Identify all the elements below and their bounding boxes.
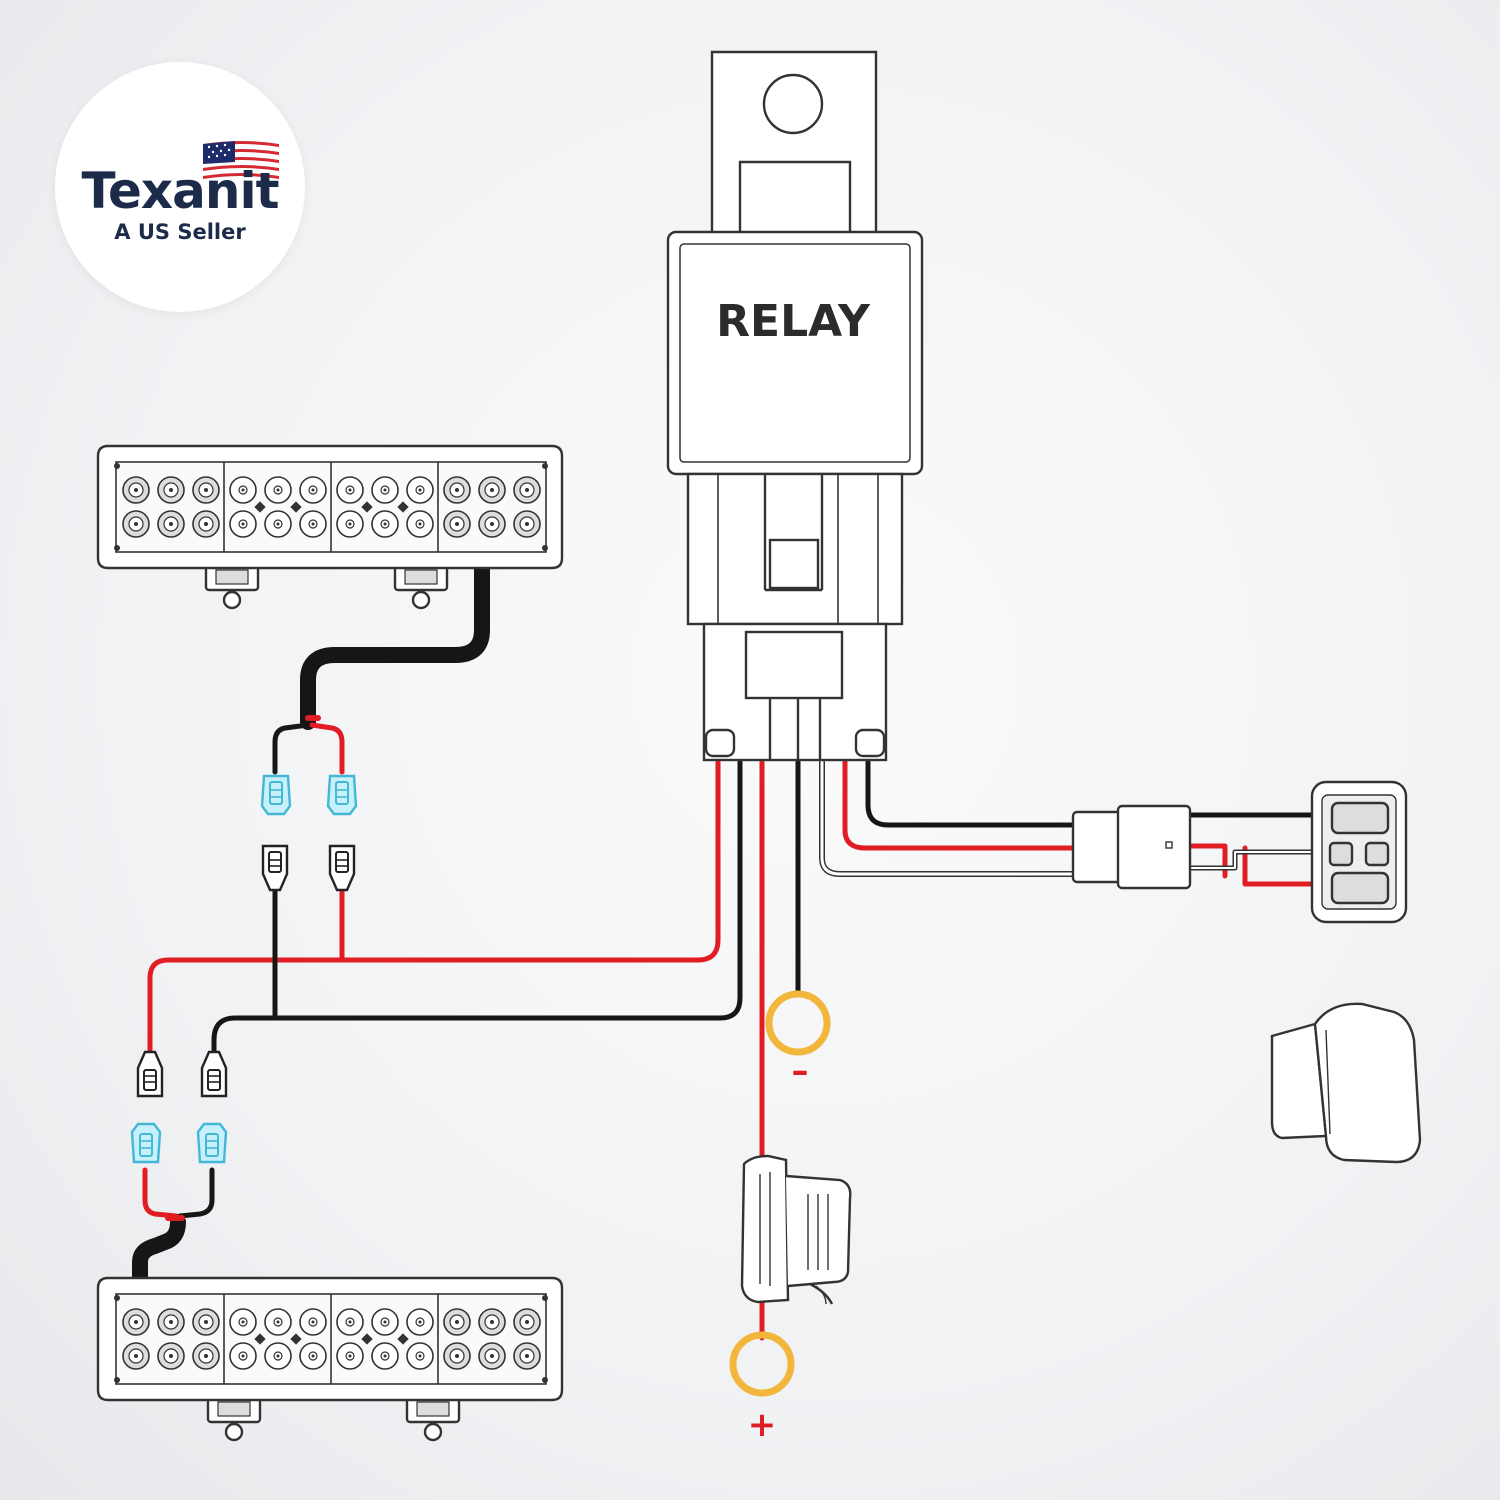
led-chip — [299, 510, 327, 538]
blue-connector-3 — [130, 1122, 162, 1164]
led-chip — [336, 1308, 364, 1336]
dark-connector-4 — [200, 1050, 228, 1098]
led-chip — [406, 510, 434, 538]
led-chip — [371, 476, 399, 504]
led-chip — [478, 1308, 506, 1336]
led-chip — [443, 510, 471, 538]
led-chip — [264, 1342, 292, 1370]
led-chip — [157, 1342, 185, 1370]
bottom-bar-split-black — [177, 1167, 215, 1219]
relay-icon — [666, 50, 924, 762]
blue-connector-4 — [196, 1122, 228, 1164]
led-chip — [371, 1308, 399, 1336]
relay-label: RELAY — [716, 296, 871, 347]
led-accent — [361, 1333, 373, 1345]
led-chip — [192, 476, 220, 504]
led-chip — [371, 510, 399, 538]
led-chip — [478, 510, 506, 538]
dark-connector-3 — [136, 1050, 164, 1098]
led-chip — [229, 510, 257, 538]
bottom-bar-main-cable — [132, 1214, 186, 1290]
rocker-switch-back — [1310, 780, 1408, 924]
led-accent — [361, 501, 373, 513]
led-chip — [478, 476, 506, 504]
switch-plug-connector — [1071, 804, 1192, 890]
switch-white-wire — [819, 759, 1078, 877]
led-accent — [290, 501, 302, 513]
led-chip — [122, 1342, 150, 1370]
positive-symbol: + — [748, 1405, 777, 1445]
led-chip — [157, 1308, 185, 1336]
switch-red-wire — [842, 759, 1078, 851]
led-light-bar-bottom — [96, 1276, 564, 1442]
brand-tagline: A US Seller — [114, 220, 246, 244]
led-chip — [513, 476, 541, 504]
led-accent — [290, 1333, 302, 1345]
top-bar-split-black — [272, 722, 311, 775]
led-chip — [264, 476, 292, 504]
dark-connector-2 — [328, 844, 356, 892]
led-light-bar-icon — [122, 1308, 541, 1370]
led-chip — [229, 1342, 257, 1370]
bottom-bar-split-red — [142, 1167, 179, 1219]
led-chip — [478, 1342, 506, 1370]
led-accent — [397, 1333, 409, 1345]
led-chip — [406, 1308, 434, 1336]
led-chip — [406, 476, 434, 504]
brand-name: Texanit — [81, 162, 279, 220]
led-chip — [264, 1308, 292, 1336]
rocker-switch-icon — [1270, 1002, 1422, 1164]
led-light-bar-top — [96, 444, 564, 610]
top-bar-split-red — [309, 722, 345, 775]
led-chip — [443, 1308, 471, 1336]
led-chip — [443, 1342, 471, 1370]
led-chip — [157, 476, 185, 504]
led-chip — [443, 476, 471, 504]
led-chip — [157, 510, 185, 538]
led-chip — [122, 476, 150, 504]
blue-connector-1 — [260, 774, 292, 816]
switch-black-wire — [865, 759, 1078, 828]
led-chip — [192, 1342, 220, 1370]
negative-symbol: – — [792, 1051, 809, 1091]
brand-logo: Texanit A US Seller — [55, 62, 305, 312]
led-chip — [229, 1308, 257, 1336]
black-wire-lights — [211, 759, 743, 1061]
red-wire-lights — [147, 759, 721, 1061]
led-chip — [336, 476, 364, 504]
blue-connector-2 — [326, 774, 358, 816]
led-chip — [229, 476, 257, 504]
led-accent — [254, 501, 266, 513]
led-chip — [299, 1308, 327, 1336]
led-chip — [192, 510, 220, 538]
led-chip — [336, 1342, 364, 1370]
led-chip — [192, 1308, 220, 1336]
led-chip — [122, 510, 150, 538]
led-chip — [513, 510, 541, 538]
led-chip — [264, 510, 292, 538]
led-chip — [406, 1342, 434, 1370]
led-chip — [299, 476, 327, 504]
ground-ring-terminal — [765, 990, 831, 1056]
led-chip — [299, 1342, 327, 1370]
led-chip — [371, 1342, 399, 1370]
led-accent — [254, 1333, 266, 1345]
led-light-bar-icon — [122, 476, 541, 538]
top-bar-main-cable — [300, 558, 490, 730]
led-chip — [513, 1308, 541, 1336]
led-chip — [122, 1308, 150, 1336]
led-chip — [513, 1342, 541, 1370]
us-flag-icon — [203, 141, 279, 179]
led-accent — [397, 501, 409, 513]
led-chip — [336, 510, 364, 538]
battery-ring-terminal — [729, 1331, 795, 1397]
fuse-holder-icon — [740, 1154, 852, 1305]
dark-connector-1 — [261, 844, 289, 892]
